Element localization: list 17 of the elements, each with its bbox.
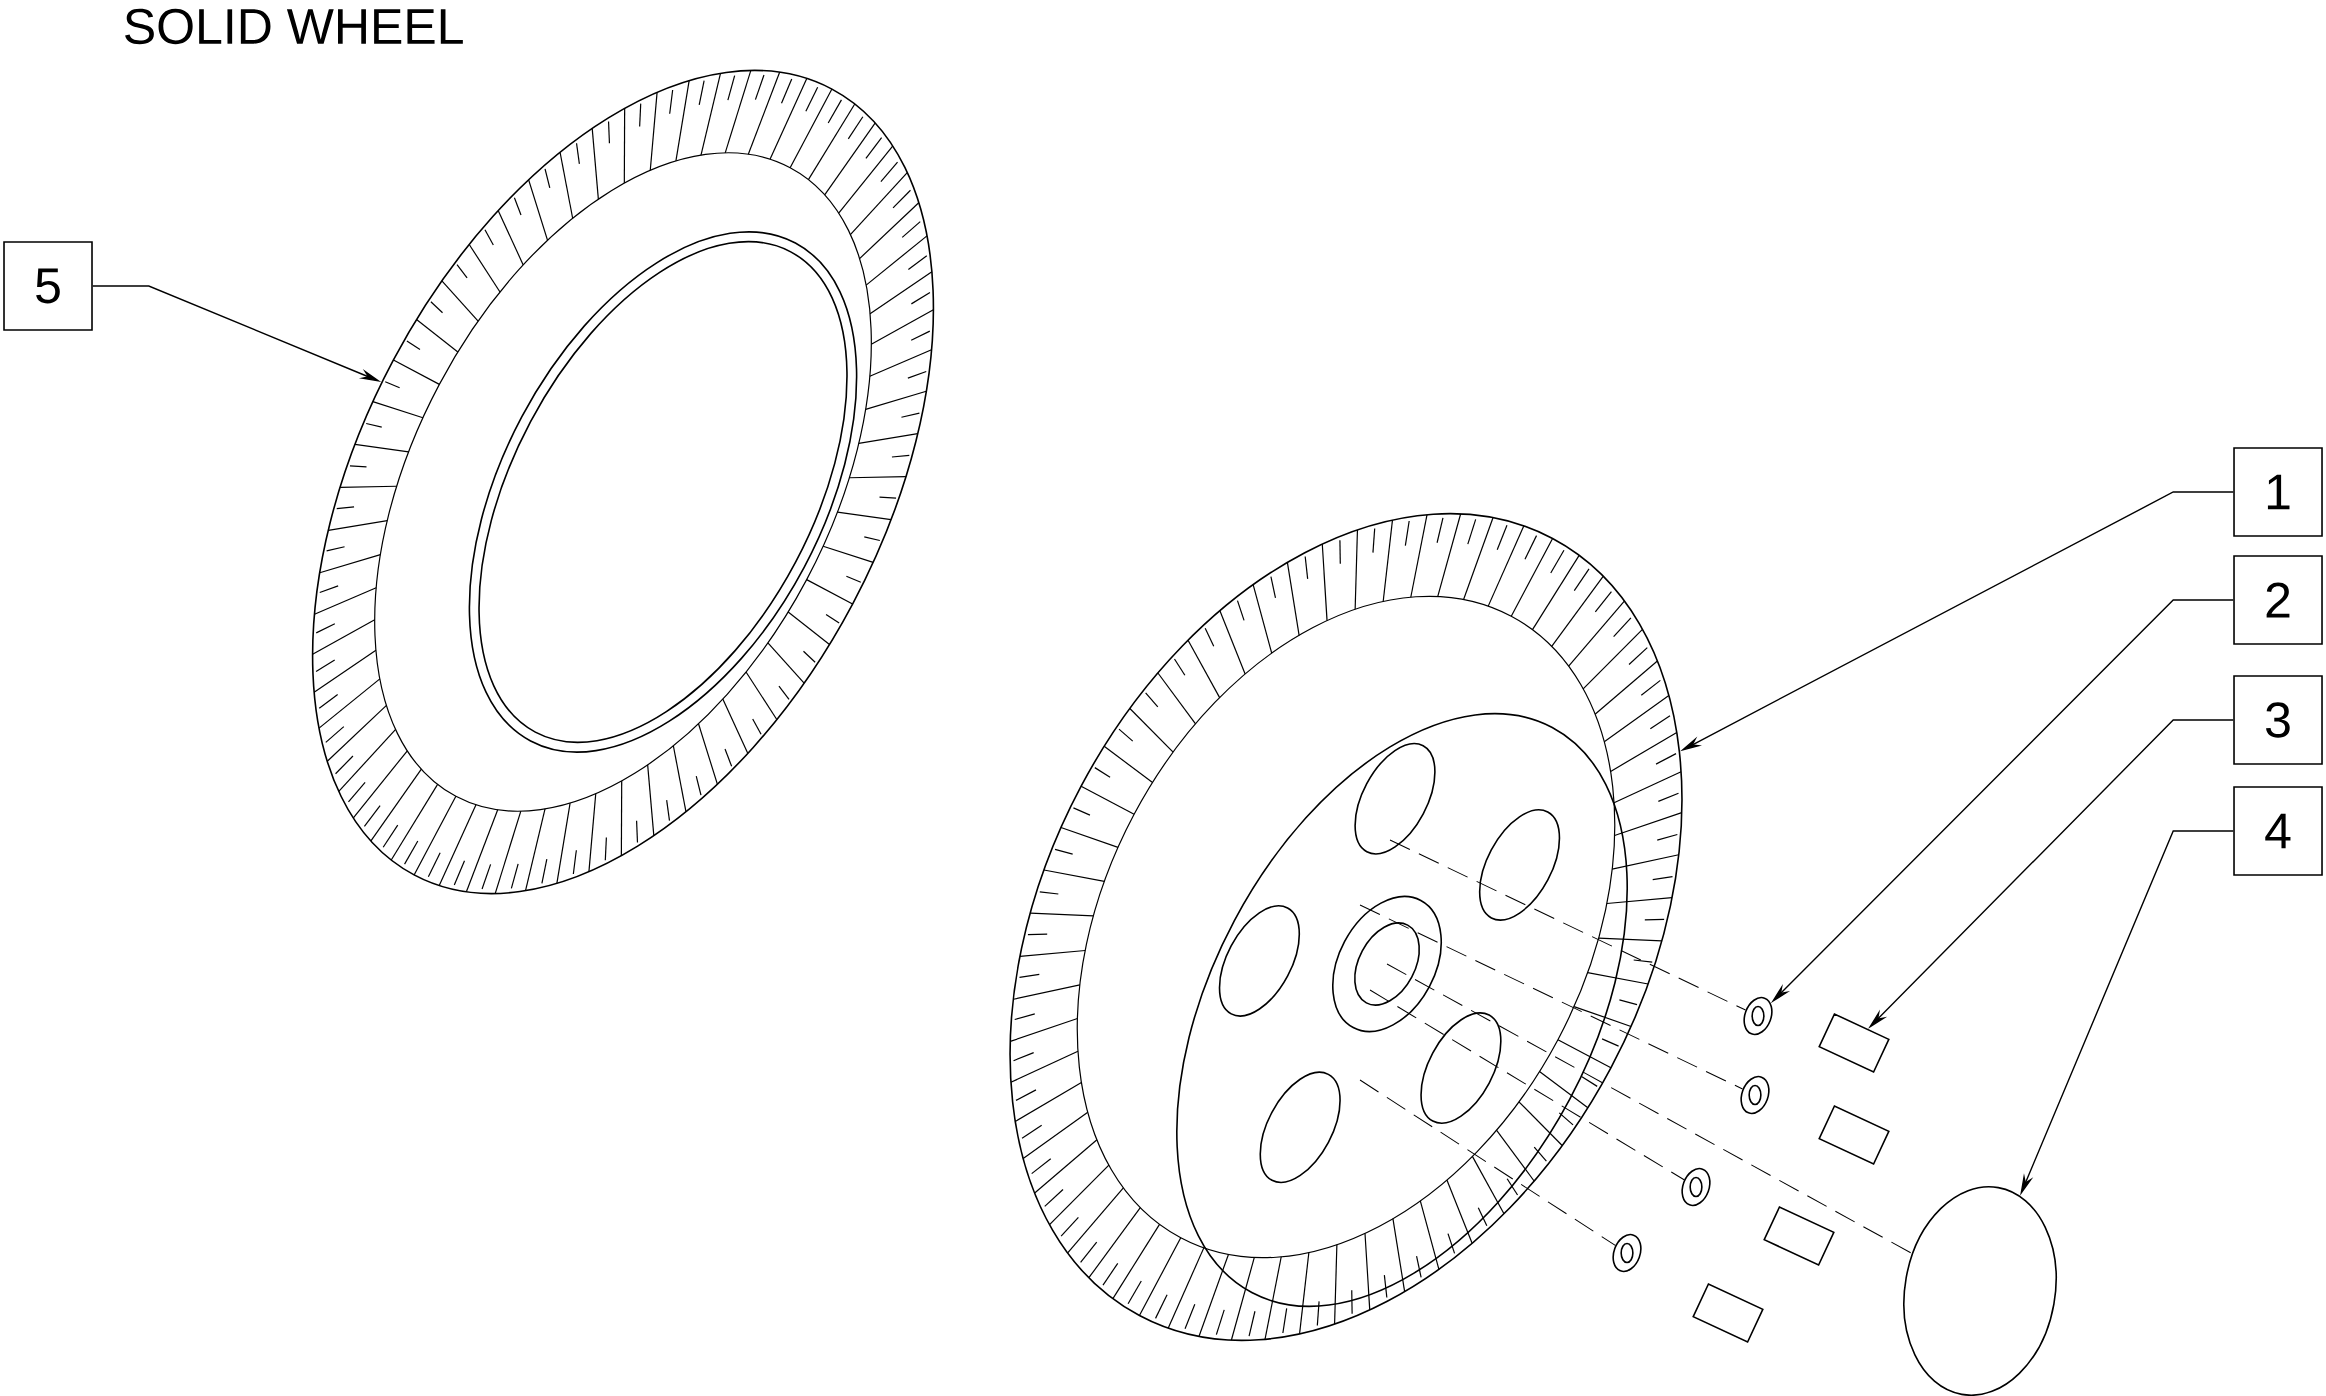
dashed-centerline	[1369, 989, 1685, 1181]
title: SOLID WHEEL	[125, 8, 463, 45]
washer-drawing	[1740, 1075, 1770, 1115]
wheel-drawing	[1009, 513, 1683, 1341]
dashed-centerline	[1359, 1079, 1616, 1246]
washer-drawing	[1681, 1167, 1711, 1207]
callout-number: 2	[2233, 555, 2323, 645]
washer-drawing	[1743, 996, 1773, 1036]
dashed-centerline	[1389, 839, 1747, 1011]
cap-drawing	[1903, 1185, 2057, 1396]
callout-number: 1	[2233, 447, 2323, 537]
callout-number: 4	[2233, 786, 2323, 876]
washer-drawing	[1612, 1233, 1642, 1273]
tire-drawing	[312, 69, 934, 895]
callout-number: 3	[2233, 675, 2323, 765]
callout-number: 5	[3, 241, 93, 331]
dashed-centerline	[1359, 904, 1744, 1090]
